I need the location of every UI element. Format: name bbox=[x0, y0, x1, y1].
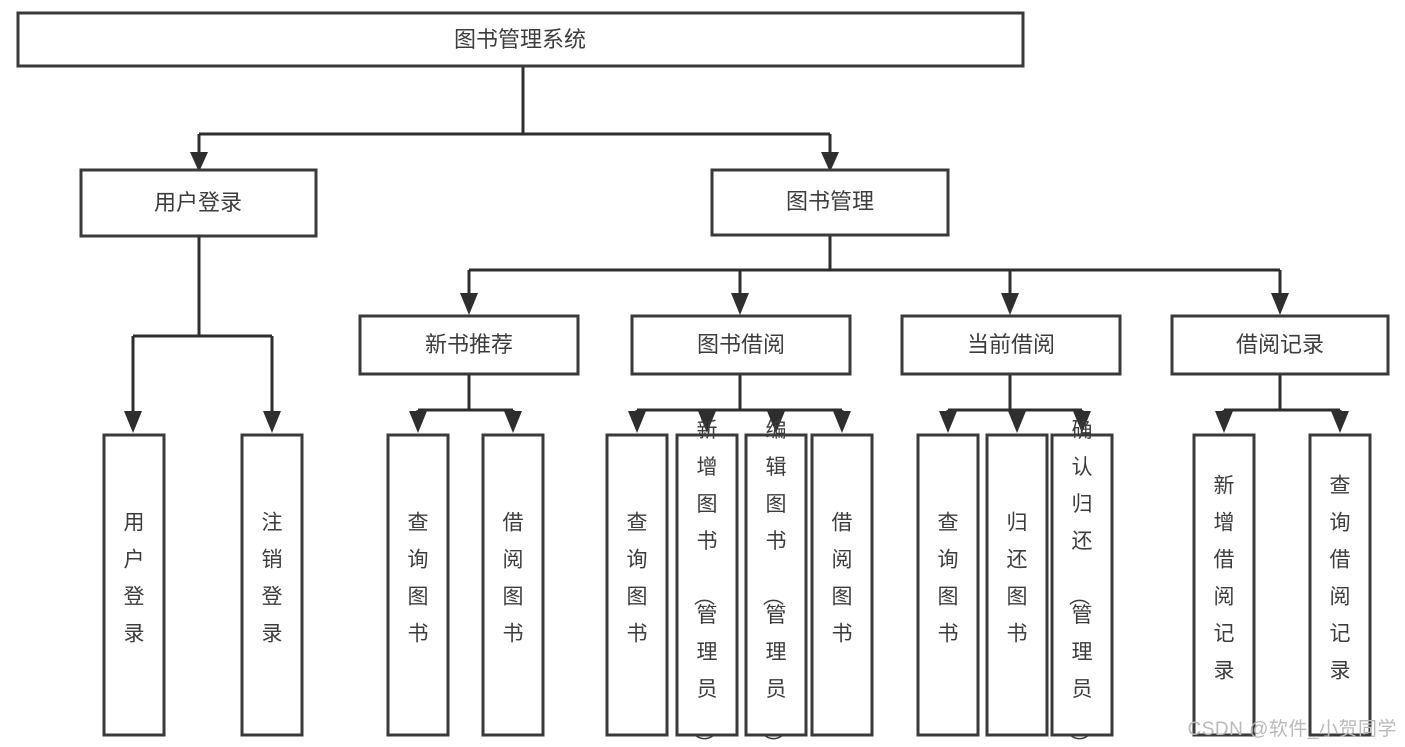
arrowhead-leaf-borrow-book-1 bbox=[504, 411, 522, 433]
node-leaf-borrow-book-2-label: 借阅图书 bbox=[832, 512, 853, 646]
node-leaf-query-book-1-box[interactable] bbox=[386, 433, 450, 737]
node-root-box[interactable] bbox=[16, 11, 1025, 68]
arrowhead-leaf-user-logout bbox=[263, 411, 281, 433]
node-borrow-record-label: 借阅记录 bbox=[1236, 332, 1324, 357]
node-leaf-add-record-box[interactable] bbox=[1192, 433, 1256, 737]
node-leaf-borrow-book-1[interactable]: 借阅图书 bbox=[481, 433, 545, 737]
node-leaf-query-book-1-label: 查询图书 bbox=[408, 512, 429, 646]
arrowhead-leaf-add-record bbox=[1215, 411, 1233, 433]
node-book-borrow-label: 图书借阅 bbox=[697, 332, 785, 357]
node-leaf-query-book-2[interactable]: 查询图书 bbox=[605, 433, 669, 737]
node-leaf-edit-book[interactable]: 编辑图书（管理员） bbox=[744, 419, 808, 747]
arrowhead-leaf-query-book-2 bbox=[628, 411, 646, 433]
arrowhead-leaf-query-record bbox=[1331, 411, 1349, 433]
arrowhead-leaf-confirm-return bbox=[1073, 411, 1091, 433]
node-leaf-user-logout-box[interactable] bbox=[240, 433, 304, 737]
node-leaf-query-book-3-label: 查询图书 bbox=[938, 512, 959, 646]
node-leaf-user-login-box[interactable] bbox=[102, 433, 166, 737]
node-leaf-user-logout[interactable]: 注销登录 bbox=[240, 433, 304, 737]
node-current-borrow-box[interactable] bbox=[900, 314, 1122, 376]
node-leaf-edit-book-box[interactable] bbox=[744, 433, 808, 737]
node-leaf-query-book-2-label: 查询图书 bbox=[627, 512, 648, 646]
arrowhead-leaf-edit-book bbox=[767, 411, 785, 433]
node-leaf-borrow-book-2[interactable]: 借阅图书 bbox=[810, 433, 874, 737]
node-book-management-box[interactable] bbox=[710, 168, 950, 237]
node-user-login[interactable]: 用户登录 bbox=[79, 168, 318, 238]
arrowhead-leaf-return-book bbox=[1008, 411, 1026, 433]
node-user-login-label: 用户登录 bbox=[154, 190, 242, 215]
node-leaf-query-book-3[interactable]: 查询图书 bbox=[916, 433, 980, 737]
node-leaf-user-login-label: 用户登录 bbox=[124, 512, 145, 646]
node-leaf-return-book[interactable]: 归还图书 bbox=[985, 433, 1049, 737]
node-current-borrow[interactable]: 当前借阅 bbox=[900, 314, 1122, 376]
arrowhead-leaf-query-book-1 bbox=[409, 411, 427, 433]
node-leaf-query-book-1[interactable]: 查询图书 bbox=[386, 433, 450, 737]
node-leaf-add-book-box[interactable] bbox=[675, 433, 739, 737]
node-leaf-borrow-book-2-box[interactable] bbox=[810, 433, 874, 737]
arrowhead-book-borrow bbox=[731, 293, 749, 315]
node-leaf-add-book-label: 新增图书（管理员） bbox=[692, 419, 718, 747]
node-book-borrow[interactable]: 图书借阅 bbox=[630, 314, 852, 376]
arrowhead-leaf-borrow-book-2 bbox=[833, 411, 851, 433]
arrowhead-leaf-add-book bbox=[698, 411, 716, 433]
node-current-borrow-label: 当前借阅 bbox=[967, 332, 1055, 357]
node-leaf-borrow-book-1-box[interactable] bbox=[481, 433, 545, 737]
node-leaf-query-record-label: 查询借阅记录 bbox=[1330, 475, 1351, 683]
node-leaf-add-record[interactable]: 新增借阅记录 bbox=[1192, 433, 1256, 737]
node-leaf-add-record-label: 新增借阅记录 bbox=[1214, 475, 1235, 683]
node-new-book-recommend[interactable]: 新书推荐 bbox=[358, 314, 580, 376]
node-leaf-user-login[interactable]: 用户登录 bbox=[102, 433, 166, 737]
node-borrow-record-box[interactable] bbox=[1170, 314, 1390, 376]
node-leaf-user-logout-label: 注销登录 bbox=[262, 512, 283, 646]
node-leaf-add-book[interactable]: 新增图书（管理员） bbox=[675, 419, 739, 747]
node-book-management[interactable]: 图书管理 bbox=[710, 168, 950, 237]
node-leaf-query-record-box[interactable] bbox=[1308, 433, 1372, 737]
arrowhead-leaf-query-book-3 bbox=[939, 411, 957, 433]
node-leaf-return-book-box[interactable] bbox=[985, 433, 1049, 737]
node-leaf-query-book-3-box[interactable] bbox=[916, 433, 980, 737]
node-new-book-recommend-box[interactable] bbox=[358, 314, 580, 376]
node-book-borrow-box[interactable] bbox=[630, 314, 852, 376]
node-leaf-edit-book-label: 编辑图书（管理员） bbox=[761, 419, 787, 747]
node-root[interactable]: 图书管理系统 bbox=[16, 11, 1025, 68]
node-borrow-record[interactable]: 借阅记录 bbox=[1170, 314, 1390, 376]
arrowhead-current-borrow bbox=[1001, 293, 1019, 315]
node-leaf-borrow-book-1-label: 借阅图书 bbox=[503, 512, 524, 646]
node-user-login-box[interactable] bbox=[79, 168, 318, 238]
arrowhead-user-login bbox=[190, 152, 208, 172]
arrowhead-leaf-user-login bbox=[124, 411, 142, 433]
node-leaf-confirm-return-box[interactable] bbox=[1050, 433, 1114, 737]
node-leaf-return-book-label: 归还图书 bbox=[1007, 512, 1028, 646]
node-book-management-label: 图书管理 bbox=[786, 189, 874, 214]
connector-layer bbox=[124, 66, 1349, 433]
arrowhead-book-management bbox=[821, 152, 839, 172]
node-leaf-confirm-return-label: 确认归还（管理员） bbox=[1067, 419, 1093, 747]
node-leaf-query-record[interactable]: 查询借阅记录 bbox=[1308, 433, 1372, 737]
arrowhead-borrow-record bbox=[1271, 293, 1289, 315]
arrowhead-new-book-recommend bbox=[460, 293, 478, 315]
node-new-book-recommend-label: 新书推荐 bbox=[425, 332, 513, 357]
node-root-label: 图书管理系统 bbox=[454, 27, 586, 52]
node-leaf-confirm-return[interactable]: 确认归还（管理员） bbox=[1050, 419, 1114, 747]
node-leaf-query-book-2-box[interactable] bbox=[605, 433, 669, 737]
